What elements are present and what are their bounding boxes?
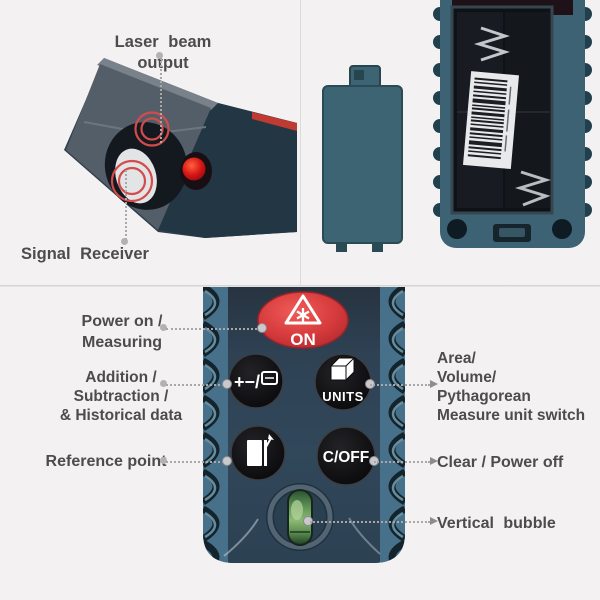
laser-warning-triangle-icon (284, 294, 322, 325)
battery-spring-top (473, 26, 510, 62)
power-button-label: ON (290, 330, 316, 349)
barcode-label (462, 71, 520, 170)
panel-divider-horizontal (0, 285, 600, 287)
vertical-bubble (266, 483, 334, 551)
units-button-label: UNITS (322, 389, 364, 404)
leader-arrow (430, 380, 438, 388)
receiver-red-rings (110, 111, 170, 203)
screw-hole-right (552, 219, 572, 239)
laser-head-illustration (64, 58, 297, 238)
screw-hole-left (447, 219, 467, 239)
label-power-on-measuring: Power on / Measuring (81, 313, 163, 351)
clear-button-label: C/OFF (323, 449, 370, 466)
device-back (433, 0, 592, 248)
label-signal-receiver: Signal Receiver (21, 245, 149, 263)
leader-endpoint (160, 380, 167, 387)
leader-line (310, 521, 430, 523)
clear-off-button: C/OFF (316, 426, 376, 486)
label-units-functions: Area/ Volume/ Pythagorean Measure unit s… (437, 350, 586, 424)
leader-line (166, 328, 261, 330)
battery-cover (322, 65, 403, 252)
leader-endpoint (222, 456, 232, 466)
leader-line (370, 384, 430, 386)
leader-endpoint (160, 324, 167, 331)
label-reference-point: Reference point (45, 453, 167, 470)
leader-line (166, 461, 228, 463)
leader-line (125, 170, 127, 240)
cube-icon (329, 356, 357, 382)
label-addition-subtraction: Addition / Subtraction / & Historical da… (59, 369, 183, 424)
leader-line (160, 58, 162, 143)
laser-aperture (182, 157, 206, 181)
leader-arrow (430, 457, 438, 465)
leader-endpoint (121, 238, 128, 245)
add-subtract-button: +−/ (228, 353, 284, 409)
leader-line (374, 461, 430, 463)
laser-device-body (64, 58, 297, 238)
label-laser-beam-output: Laser beam output (114, 33, 212, 72)
battery-compartment-illustration (322, 0, 592, 252)
label-vertical-bubble: Vertical bubble (437, 515, 556, 532)
plus-minus-label: +−/ (234, 372, 260, 392)
leader-arrow (430, 517, 438, 525)
units-button: UNITS (314, 353, 372, 411)
leader-endpoint (222, 379, 232, 389)
leader-endpoint (156, 52, 163, 59)
leader-line (166, 384, 228, 386)
reference-edge-icon (247, 434, 274, 466)
reference-point-button (230, 425, 286, 481)
plus-minus-memory-icon (261, 371, 278, 385)
label-clear-power-off: Clear / Power off (437, 454, 564, 471)
battery-spring-bottom (514, 170, 552, 207)
leader-endpoint (160, 457, 167, 464)
keypad-illustration: ON +−/ UNITS (203, 285, 405, 563)
red-stripe (252, 112, 297, 131)
panel-divider-vertical (300, 0, 301, 285)
power-on-button: ON (257, 291, 349, 349)
leader-endpoint (257, 323, 267, 333)
